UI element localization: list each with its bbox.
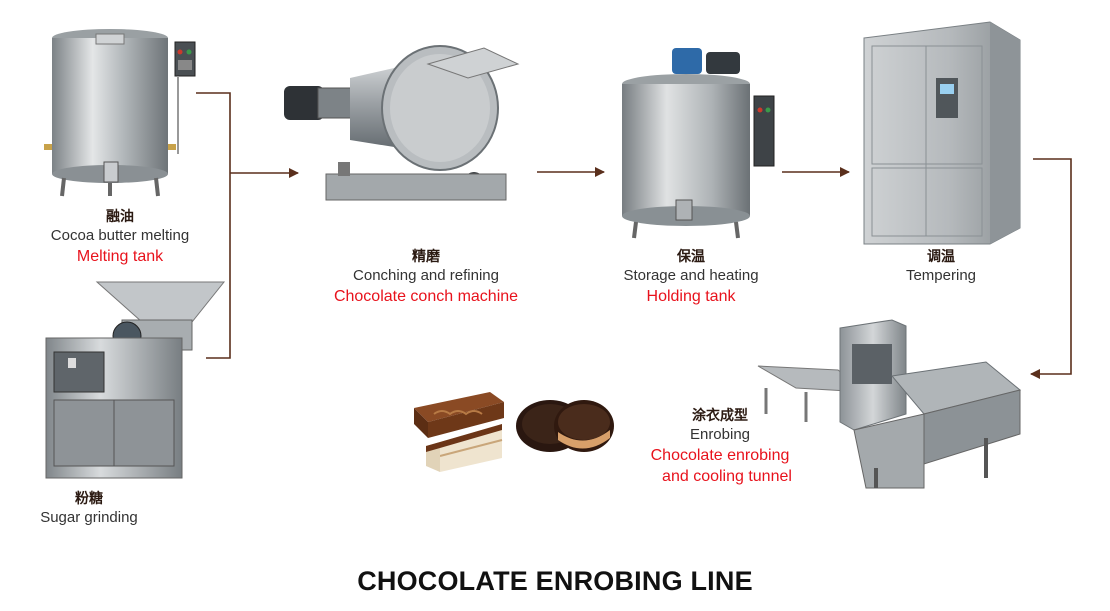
- step-grinding-label: 粉糖 Sugar grinding: [14, 490, 164, 528]
- chocolate-cookie-icon: [516, 400, 614, 452]
- tempering-machine-icon: [863, 21, 1021, 245]
- step-conching-en: Conching and refining: [353, 267, 499, 284]
- step-enrobing-en: Enrobing: [689, 426, 751, 443]
- holding-tank-icon: [622, 48, 775, 239]
- step-conching-label: 精磨 Conching and refining Chocolate conch…: [308, 248, 544, 307]
- enrobing-line-icon: [757, 319, 1022, 489]
- step-grinding-en: Sugar grinding: [40, 509, 138, 526]
- step-storage-machine: Holding tank: [646, 288, 736, 305]
- conch-machine-icon: [284, 45, 520, 201]
- sugar-grinder-icon: [45, 281, 226, 479]
- connector-melting: [196, 92, 231, 173]
- step-enrobing-label: 涂衣成型 Enrobing Chocolate enrobing and coo…: [620, 407, 820, 487]
- chocolate-bar-icon: [414, 392, 504, 472]
- step-tempering-cn: 调温: [927, 249, 955, 265]
- step-tempering-en: Tempering: [905, 267, 977, 284]
- step-storage-label: 保温 Storage and heating Holding tank: [606, 248, 776, 307]
- step-enrobing-cn: 涂衣成型: [692, 408, 748, 424]
- step-tempering-label: 调温 Tempering: [876, 248, 1006, 286]
- step-melting-machine: Melting tank: [76, 248, 164, 265]
- step-melting-en: Cocoa butter melting: [50, 227, 190, 244]
- step-storage-cn: 保温: [677, 249, 705, 265]
- step-enrobing-machine-line2: and cooling tunnel: [662, 468, 792, 485]
- connector-grinding: [206, 173, 231, 359]
- step-enrobing-machine-line1: Chocolate enrobing: [650, 447, 790, 464]
- step-conching-cn: 精磨: [412, 249, 440, 265]
- step-grinding-cn: 粉糖: [75, 491, 103, 507]
- melting-tank-icon: [44, 29, 196, 197]
- step-storage-en: Storage and heating: [623, 267, 759, 284]
- step-melting-label: 融油 Cocoa butter melting Melting tank: [20, 208, 220, 267]
- step-conching-machine: Chocolate conch machine: [333, 288, 519, 305]
- arrow-to-enrobing: [1030, 158, 1072, 379]
- diagram-title: CHOCOLATE ENROBING LINE: [357, 566, 753, 596]
- step-melting-cn: 融油: [106, 209, 134, 225]
